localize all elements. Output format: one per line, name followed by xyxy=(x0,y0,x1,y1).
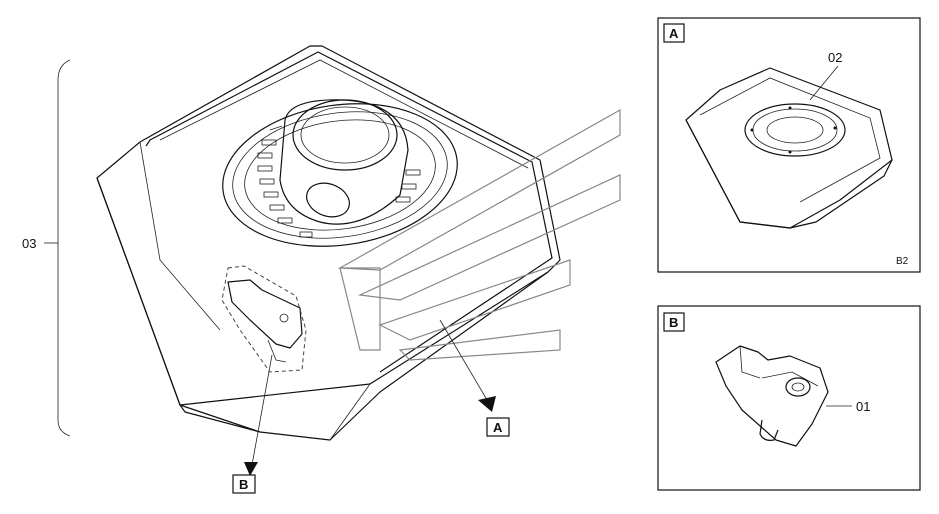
detail-a-tag-box xyxy=(663,23,685,43)
detail-b-tag: B xyxy=(669,315,678,330)
detail-a-code: B2 xyxy=(896,256,909,267)
marker-b-label: B xyxy=(239,477,248,492)
leader-02 xyxy=(809,65,839,101)
assembly-bracket xyxy=(44,59,71,437)
cover-detail xyxy=(685,67,893,229)
callout-02: 02 xyxy=(828,50,842,65)
leader-a xyxy=(439,319,496,412)
detail-b-panel xyxy=(657,305,921,491)
switch-detail xyxy=(715,345,829,447)
callout-03: 03 xyxy=(22,236,36,251)
detail-b-tag-box xyxy=(663,312,685,332)
leader-b xyxy=(244,354,273,476)
detail-a-panel xyxy=(657,17,921,273)
marker-a-box xyxy=(486,417,510,437)
switch-part xyxy=(221,265,307,373)
callout-01: 01 xyxy=(856,399,870,414)
main-housing xyxy=(96,45,561,441)
marker-b-box xyxy=(232,474,256,494)
detail-a-tag: A xyxy=(669,26,679,41)
watermark-logo xyxy=(337,108,621,361)
control-dial xyxy=(222,99,458,247)
marker-a-label: A xyxy=(493,420,503,435)
